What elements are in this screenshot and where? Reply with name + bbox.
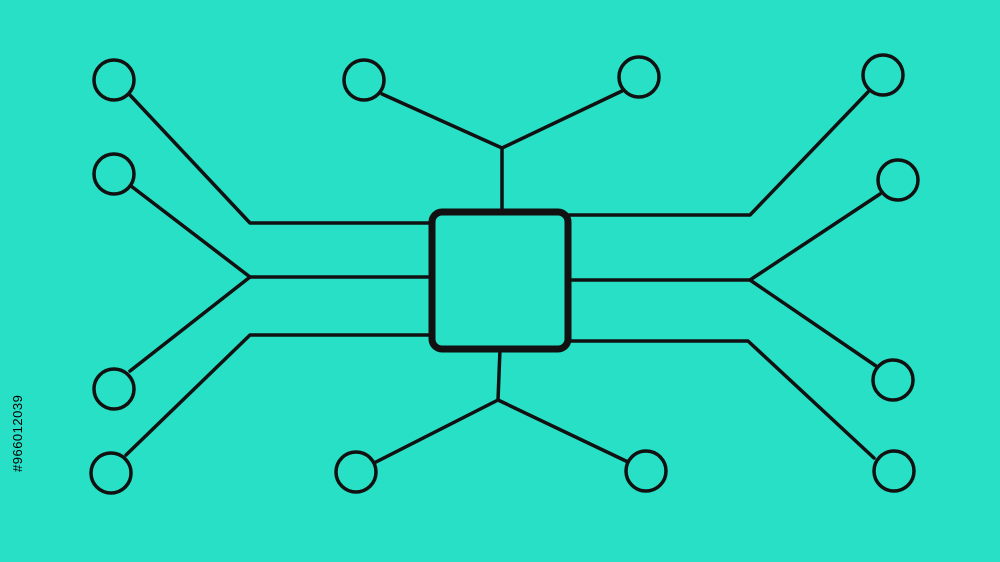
node-bottom-right bbox=[624, 449, 668, 493]
node-top-left bbox=[342, 58, 386, 102]
trace-left-top-outer bbox=[127, 92, 434, 225]
nodes bbox=[89, 53, 920, 495]
stock-id-watermark: #966012039 bbox=[10, 394, 25, 472]
trace-top-right bbox=[500, 89, 624, 150]
node-right-4 bbox=[872, 449, 916, 493]
trace-top-left bbox=[380, 92, 504, 150]
trace-left-top-inner bbox=[129, 184, 252, 279]
trace-right-bottom-inner bbox=[748, 278, 878, 368]
node-left-1 bbox=[92, 58, 136, 102]
node-bottom-left bbox=[334, 450, 378, 494]
trace-bottom-stem bbox=[496, 347, 502, 402]
trace-right-top-inner bbox=[748, 192, 882, 282]
node-left-2 bbox=[92, 152, 136, 196]
node-right-2 bbox=[876, 158, 920, 202]
traces bbox=[124, 89, 882, 465]
trace-bottom-left bbox=[372, 398, 500, 465]
node-top-right bbox=[617, 55, 661, 99]
node-right-3 bbox=[871, 358, 915, 402]
node-right-1 bbox=[861, 53, 905, 97]
node-left-3 bbox=[92, 367, 136, 411]
trace-left-bottom-outer bbox=[124, 333, 434, 457]
trace-left-bottom-inner bbox=[128, 275, 252, 373]
trace-right-bottom-outer bbox=[566, 339, 876, 460]
trace-right-top-outer bbox=[566, 90, 870, 217]
center-chip bbox=[428, 208, 572, 353]
trace-bottom-right bbox=[496, 398, 630, 464]
node-left-4 bbox=[89, 451, 133, 495]
